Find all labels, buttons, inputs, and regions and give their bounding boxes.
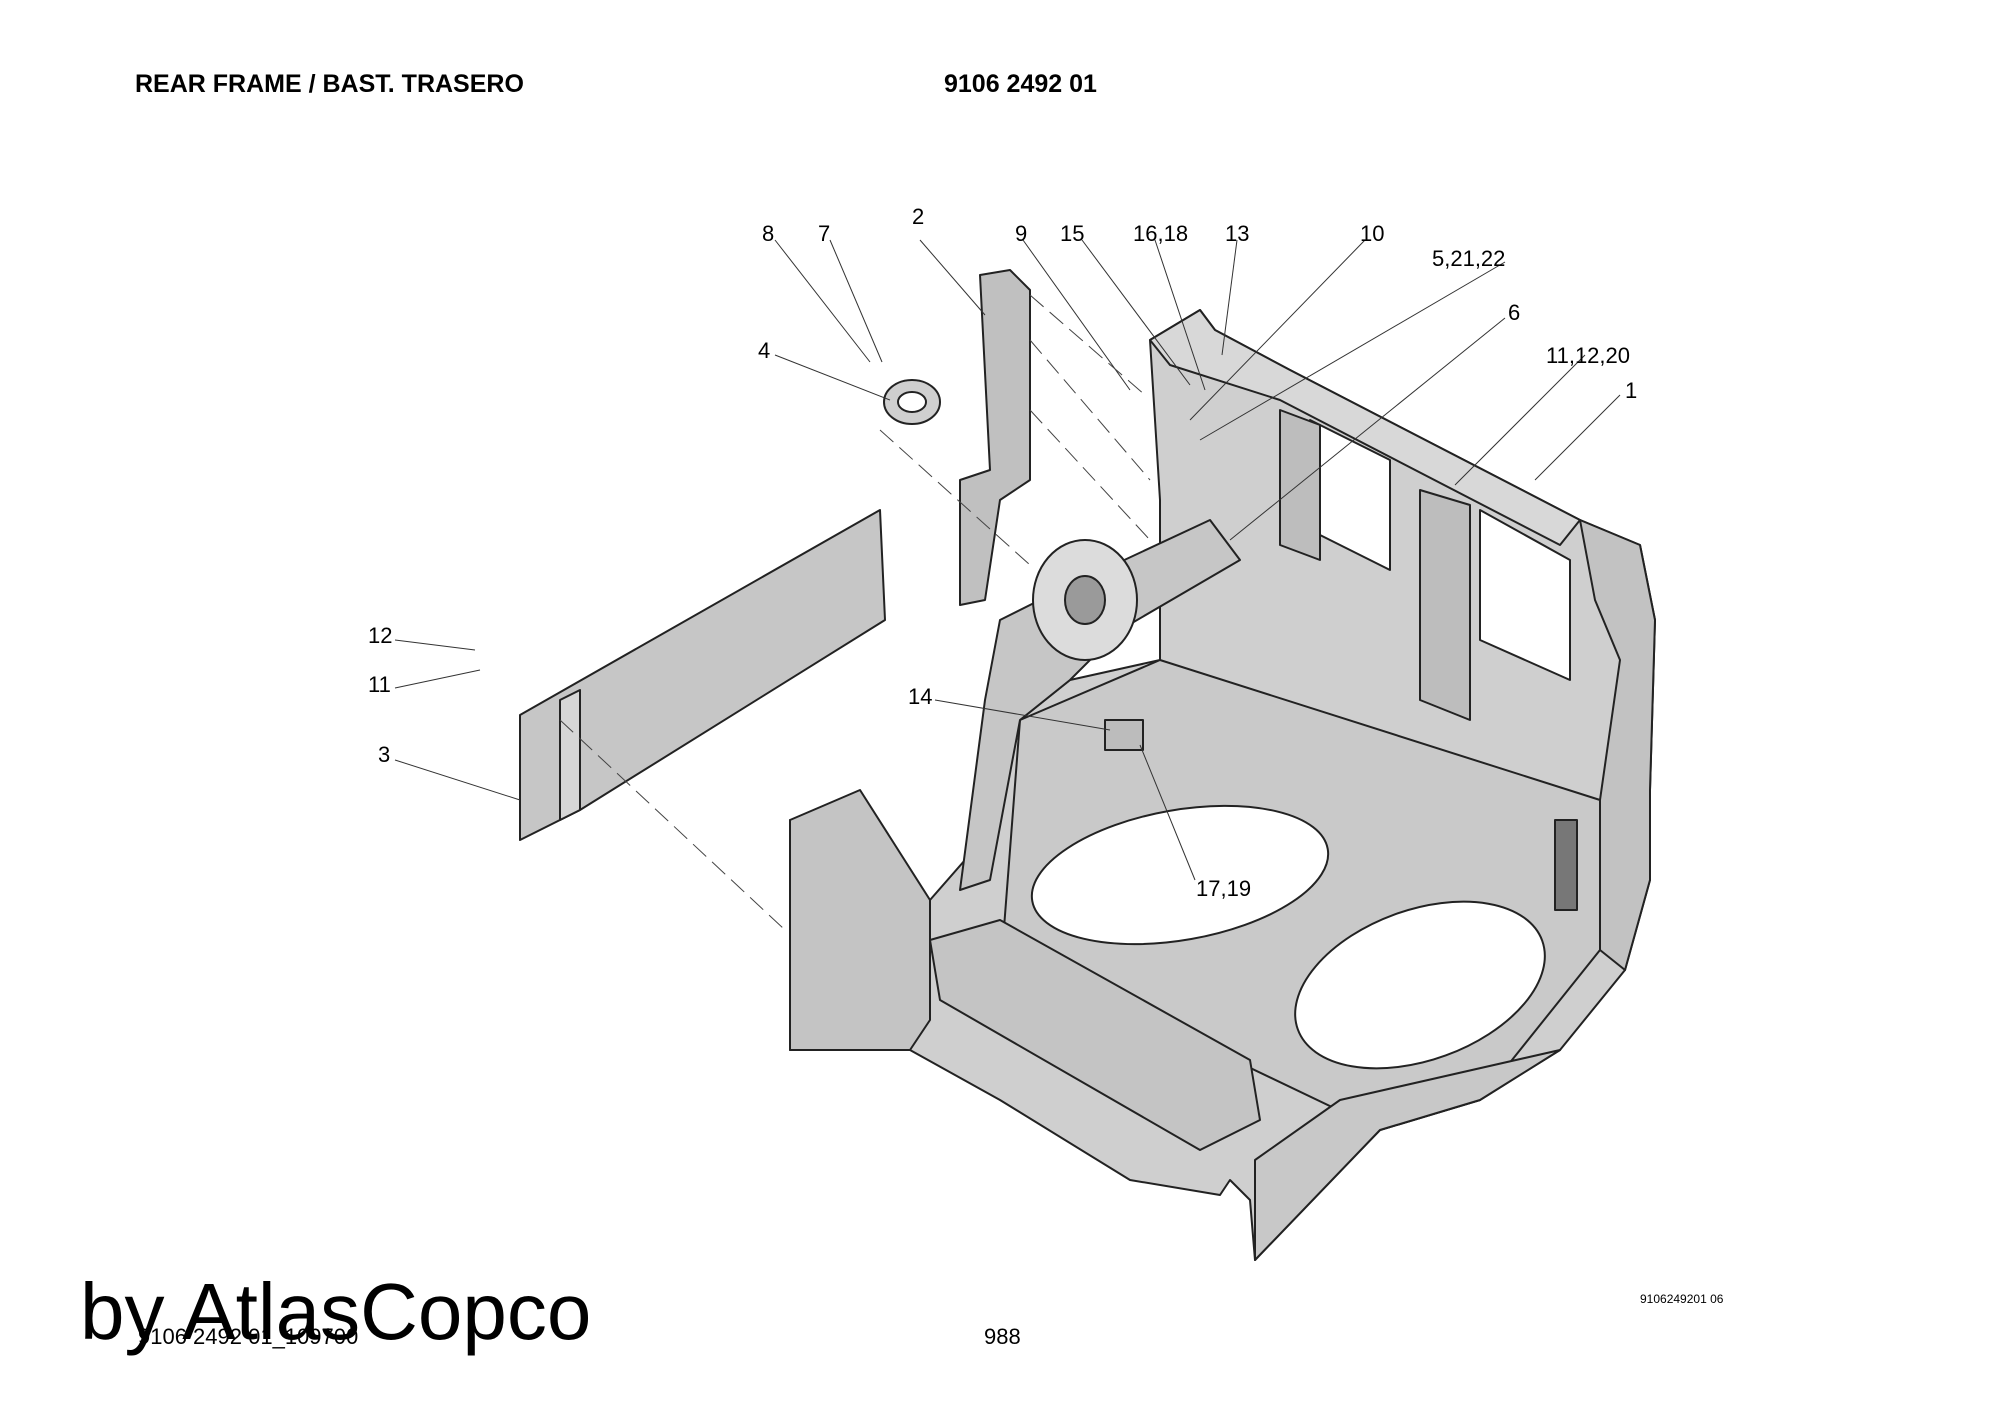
callout-9: 9 xyxy=(1015,221,1027,246)
callout-1: 1 xyxy=(1625,378,1637,403)
frame-window-right xyxy=(1479,509,1571,681)
callout-3: 3 xyxy=(378,742,390,767)
cylinder-part xyxy=(1554,819,1578,911)
callout-5-21-22: 5,21,22 xyxy=(1432,246,1505,271)
frame-column xyxy=(1279,409,1321,561)
callout-7: 7 xyxy=(818,221,830,246)
frame-right-wall xyxy=(1579,519,1656,971)
page-title: REAR FRAME / BAST. TRASERO xyxy=(135,70,524,98)
callout-8: 8 xyxy=(762,221,774,246)
left-lower-bracket xyxy=(789,789,931,1051)
cover-plate-3-flange xyxy=(559,689,581,821)
front-bumper-plate xyxy=(1254,1049,1561,1261)
plate-2 xyxy=(959,269,1031,606)
cover-plate-3 xyxy=(519,509,886,841)
callout-12: 12 xyxy=(368,623,392,648)
ring-4-hole xyxy=(897,391,927,413)
callout-10: 10 xyxy=(1360,221,1384,246)
floor-opening-left xyxy=(1030,804,1330,946)
callout-11-12-20: 11,12,20 xyxy=(1546,343,1630,368)
callout-2: 2 xyxy=(912,204,924,229)
page-number: 988 xyxy=(984,1324,1021,1349)
callout-13: 13 xyxy=(1225,221,1249,246)
callout-4: 4 xyxy=(758,338,770,363)
frame-top-plate xyxy=(1149,309,1581,546)
watermark: by AtlasCopco xyxy=(80,1267,592,1356)
bracket-14 xyxy=(1104,719,1144,751)
callout-6: 6 xyxy=(1508,300,1520,325)
bracket-plate xyxy=(1419,489,1471,721)
arm-flange-hole xyxy=(1064,575,1106,625)
callout-17-19: 17,19 xyxy=(1196,876,1251,901)
front-cross-beam xyxy=(929,919,1261,1151)
floor-opening-right xyxy=(1294,900,1546,1070)
callout-14: 14 xyxy=(908,684,932,709)
drawing-reference: 9106 2492 01_109700 xyxy=(138,1324,359,1349)
callout-15: 15 xyxy=(1060,221,1084,246)
callout-16-18: 16,18 xyxy=(1133,221,1188,246)
image-reference: 9106249201 06 xyxy=(1640,1292,1724,1306)
frame-arm xyxy=(959,519,1241,891)
callout-11: 11 xyxy=(368,672,391,697)
part-number: 9106 2492 01 xyxy=(944,70,1097,98)
